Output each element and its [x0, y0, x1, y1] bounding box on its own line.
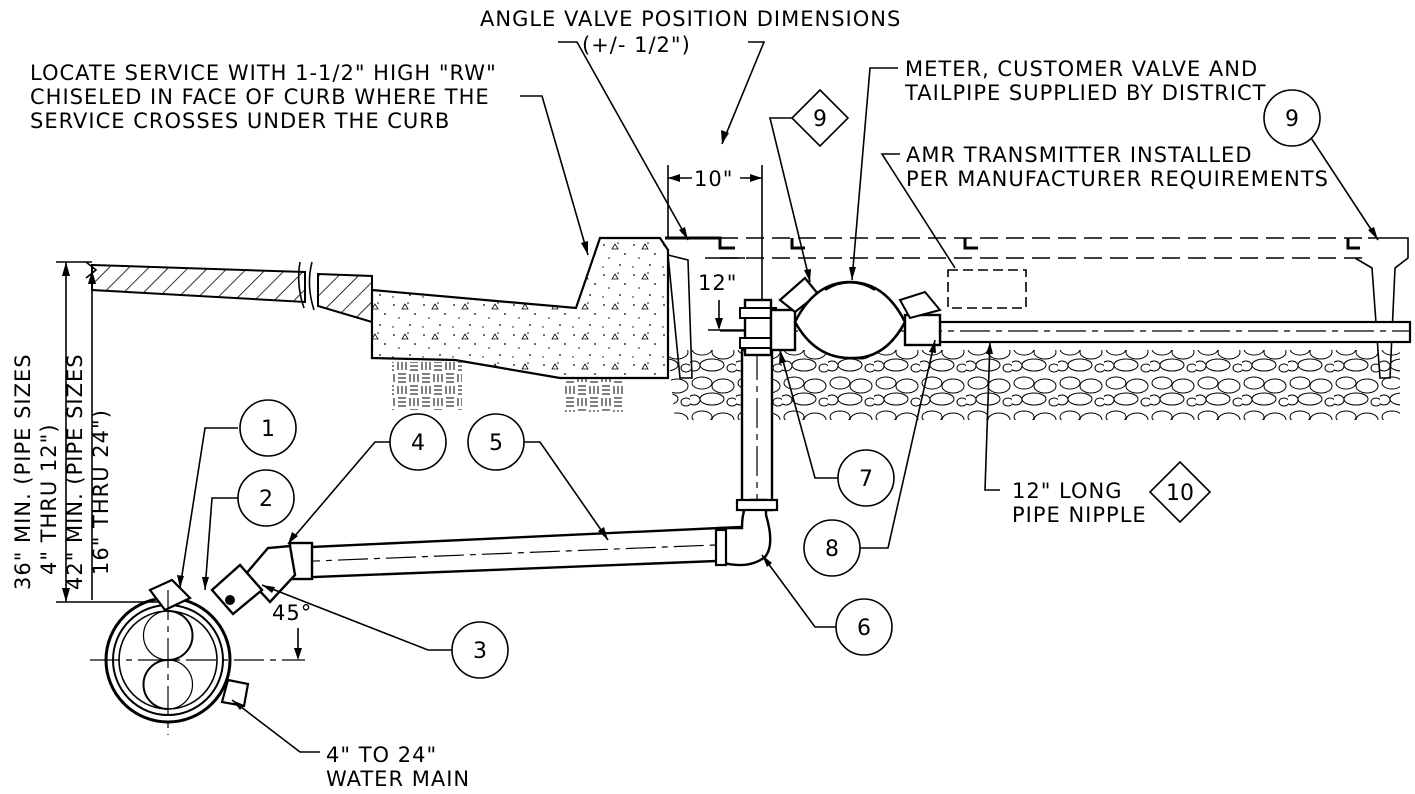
- svg-text:4: 4: [411, 431, 425, 456]
- callout-9-left: 9: [790, 88, 850, 148]
- callout-7: 7: [837, 449, 895, 507]
- callout-10: 10: [1148, 460, 1212, 524]
- svg-text:8: 8: [825, 537, 839, 562]
- depth-42-line1: 42" MIN. (PIPE SIZES: [63, 353, 87, 590]
- angle-valve-tolerance: (+/- 1/2"): [582, 33, 691, 57]
- elbow: [714, 498, 779, 567]
- gravel-bed: [668, 350, 1400, 420]
- amr-note-line1: AMR TRANSMITTER INSTALLED: [906, 143, 1253, 167]
- svg-text:6: 6: [857, 616, 871, 641]
- main-note-line2: WATER MAIN: [326, 767, 470, 791]
- leader-lines: [177, 41, 1379, 753]
- sidewalk-hatch: [85, 261, 373, 324]
- callout-6: 6: [835, 598, 893, 656]
- callout-5: 5: [467, 413, 525, 471]
- subgrade-basket: [392, 362, 625, 412]
- callout-2: 2: [237, 469, 295, 527]
- dim-12-marks: [705, 257, 745, 331]
- svg-text:2: 2: [259, 487, 273, 512]
- nipple-note-line2: PIPE NIPPLE: [1012, 503, 1147, 527]
- depth-36-line2: 4" THRU 12"): [37, 423, 61, 575]
- svg-text:9: 9: [1285, 107, 1299, 132]
- callout-1: 1: [239, 399, 297, 457]
- callout-3: 3: [451, 621, 509, 679]
- angle-valve-title: ANGLE VALVE POSITION DIMENSIONS: [480, 7, 901, 31]
- customer-valve: [898, 290, 942, 347]
- locate-note-line1: LOCATE SERVICE WITH 1-1/2" HIGH "RW": [30, 61, 497, 85]
- depth-36-line1: 36" MIN. (PIPE SIZES: [11, 353, 35, 590]
- svg-text:7: 7: [859, 467, 873, 492]
- svg-text:5: 5: [489, 431, 503, 456]
- meter-note-line1: METER, CUSTOMER VALVE AND: [905, 57, 1258, 81]
- callout-9-right: 9: [1263, 89, 1321, 147]
- dimension-10: 10": [694, 167, 733, 191]
- dim-10-marks: [667, 165, 763, 300]
- angle-valve: [739, 276, 820, 357]
- dim-45-marks: [294, 628, 302, 660]
- amr-note-line2: PER MANUFACTURER REQUIREMENTS: [906, 167, 1329, 191]
- curb-concrete: [370, 236, 670, 380]
- locate-note-line3: SERVICE CROSSES UNDER THE CURB: [30, 109, 450, 133]
- service-line: [288, 525, 744, 580]
- svg-text:9: 9: [813, 107, 827, 132]
- dimension-12: 12": [698, 271, 737, 295]
- svg-text:10: 10: [1166, 481, 1194, 506]
- nipple-note-line1: 12" LONG: [1012, 479, 1123, 503]
- amr-transmitter: [947, 269, 1027, 309]
- depth-42-line2: 16" THRU 24"): [89, 409, 113, 575]
- depth-dimensions: [56, 261, 160, 603]
- callout-8: 8: [803, 519, 861, 577]
- meter-note-line2: TAILPIPE SUPPLIED BY DISTRICT: [904, 81, 1267, 105]
- svg-text:1: 1: [261, 417, 275, 442]
- main-note-line1: 4" TO 24": [326, 743, 437, 767]
- angle-45: 45°: [272, 601, 312, 625]
- locate-note-line2: CHISELED IN FACE OF CURB WHERE THE: [30, 85, 490, 109]
- svg-text:3: 3: [473, 639, 487, 664]
- corporation-stop: [210, 544, 297, 616]
- callout-4: 4: [389, 413, 447, 471]
